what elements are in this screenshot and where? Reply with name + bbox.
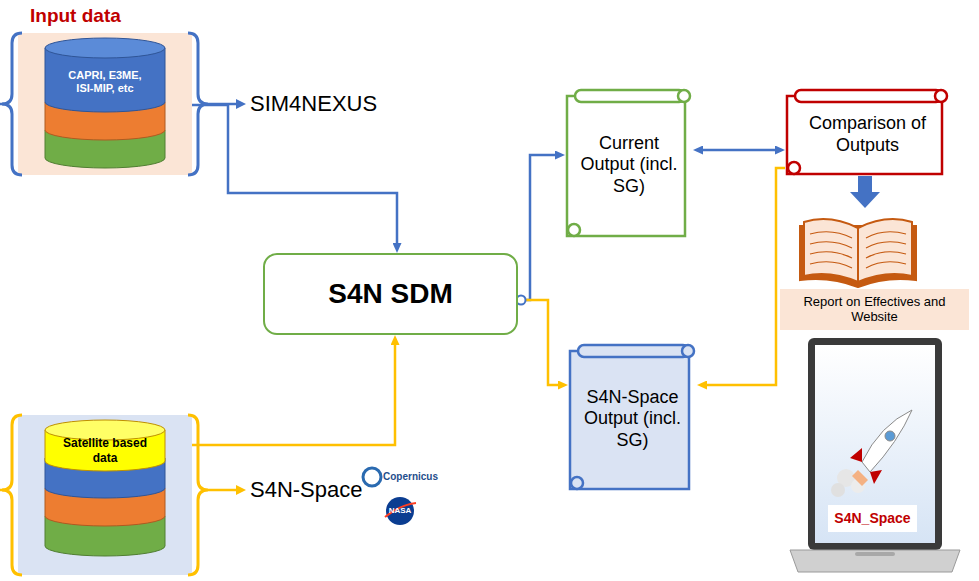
nasa-logo (385, 503, 416, 517)
curly-brace (2, 33, 208, 575)
database-cylinder: Satellite based data (45, 420, 165, 471)
database-cylinder: CAPRI, E3ME, ISI-MIP, etc (45, 38, 165, 112)
cylinder-body (45, 430, 165, 471)
output-scroll: S4N-Space Output (incl. SG) (568, 343, 697, 491)
logo-text: NASA (386, 506, 414, 515)
laptop-screen-label: S4N_Space (828, 505, 917, 532)
connector-arrow (703, 149, 775, 152)
stream-label: S4N-Space (250, 477, 363, 503)
output-scroll: Current Output (incl. SG) (565, 88, 693, 238)
node-text: S4N-Space Output (incl. SG) (580, 387, 685, 452)
node-text: Report on Effectives and Website (780, 289, 969, 330)
feed-line (0, 489, 4, 492)
feed-line (208, 103, 236, 106)
scroll-curl (678, 90, 690, 102)
rocket-icon (831, 483, 845, 497)
nasa-logo (386, 497, 414, 525)
laptop-icon (855, 552, 895, 556)
scroll-sheet (567, 96, 685, 236)
input-panel (18, 415, 192, 575)
node-text: Satellite based data (55, 436, 155, 465)
feed-line (236, 99, 246, 109)
connector-arrow (707, 168, 785, 385)
node-text: Current Output (incl. SG) (579, 133, 679, 198)
curly-brace (2, 415, 22, 575)
cylinder-top (45, 38, 165, 58)
scroll-curl (935, 90, 947, 102)
laptop-icon (808, 338, 942, 550)
copernicus-logo (363, 468, 381, 486)
node-text: S4N_Space (834, 510, 910, 527)
rocket-icon (862, 410, 912, 472)
connector-arrow (165, 105, 397, 243)
scroll-curl (571, 477, 583, 489)
database-band (45, 102, 165, 556)
scroll-outline (787, 90, 947, 174)
model-box: S4N SDM (263, 253, 518, 335)
rocket-icon (885, 431, 895, 441)
scroll-sheet (787, 96, 942, 174)
connector-arrow (518, 300, 558, 385)
node-text: Comparison of Outputs (808, 113, 928, 156)
scroll-roll (578, 345, 689, 357)
report-band: Report on Effectives and Website (780, 208, 969, 330)
laptop-icon (790, 338, 960, 572)
book-icon (810, 232, 906, 268)
feed-line (236, 485, 246, 495)
node-text: S4N SDM (328, 277, 452, 311)
input-panel (18, 33, 192, 175)
node-text: CAPRI, E3ME, ISI-MIP, etc (68, 69, 142, 95)
comparison-scroll: Comparison of Outputs (785, 88, 950, 176)
feed-line (0, 99, 246, 495)
copernicus-logo (363, 468, 381, 486)
book-icon (804, 219, 858, 282)
curly-brace (188, 33, 208, 175)
scroll-outline (567, 90, 690, 236)
scroll-sheet (570, 351, 689, 489)
scroll-curl (788, 162, 800, 174)
connector-arrow (518, 155, 555, 300)
laptop-icon (790, 550, 960, 572)
feed-line (0, 103, 4, 106)
scroll-curl (568, 224, 580, 236)
rocket-icon (831, 410, 912, 497)
connector-arrow (858, 176, 872, 192)
input-panel (18, 33, 192, 575)
scroll-curl (682, 345, 694, 357)
book-icon (858, 219, 912, 282)
scroll-outline (570, 345, 694, 489)
feed-line (208, 489, 236, 492)
scroll-roll (795, 90, 942, 102)
rocket-icon (852, 470, 868, 486)
scroll-roll (575, 90, 685, 102)
book-icon (800, 219, 916, 287)
stream-label: SIM4NEXUS (250, 91, 377, 117)
laptop-icon (815, 345, 935, 543)
nasa-logo (385, 497, 416, 525)
curly-brace (2, 33, 22, 175)
rocket-icon (850, 448, 882, 484)
heading: Input data (30, 5, 121, 27)
logo-text: Copernicus (383, 471, 438, 482)
curly-brace (188, 415, 208, 575)
